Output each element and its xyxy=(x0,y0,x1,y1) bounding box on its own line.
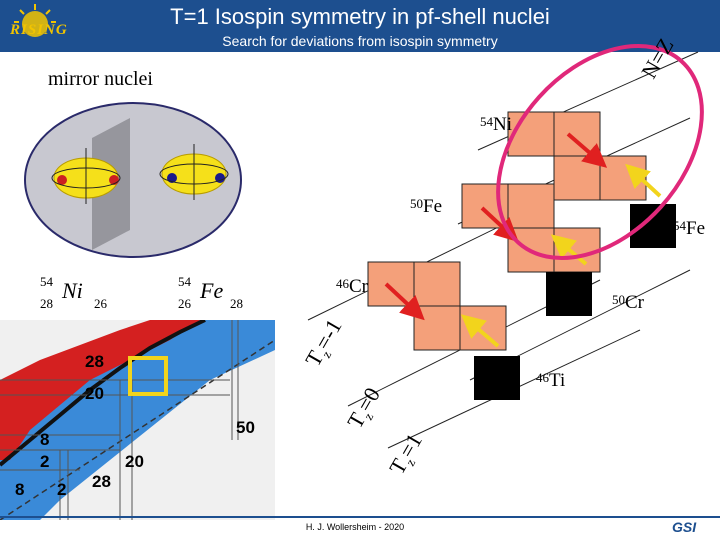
slide-subtitle: Search for deviations from isospin symme… xyxy=(222,33,498,49)
label-cr50: 50Cr xyxy=(612,292,644,313)
fe54-label: 54 26 Fe 28 xyxy=(178,274,243,311)
footer-credit: H. J. Wollersheim - 2020 xyxy=(305,522,405,532)
chart-number: 28 xyxy=(85,352,104,371)
chart-number: 8 xyxy=(40,430,50,449)
chart-number: 8 xyxy=(15,480,25,499)
chart-number: 28 xyxy=(92,472,111,491)
arrow-yellow xyxy=(460,314,500,348)
section-title: mirror nuclei xyxy=(48,68,153,90)
chart-number: 2 xyxy=(57,480,67,499)
footer-divider xyxy=(0,516,720,518)
chart-number: 20 xyxy=(125,452,144,471)
label-fe50: 50Fe xyxy=(410,196,442,217)
label-cr46: 46Cr xyxy=(336,276,368,297)
cell-cr46 xyxy=(367,261,415,307)
arrow-red xyxy=(480,206,519,243)
cell-cr50 xyxy=(546,272,592,316)
ni54-label: 54 28 Ni 26 xyxy=(40,274,107,311)
chart-number: 50 xyxy=(236,418,255,437)
gsi-logo: GSI xyxy=(672,519,697,535)
chart-number: 2 xyxy=(40,452,50,471)
header-bar xyxy=(0,0,720,52)
label-ti46: 46Ti xyxy=(536,370,566,391)
label-ni54: 54Ni xyxy=(480,114,512,135)
arrow-red xyxy=(566,132,608,168)
arrow-yellow xyxy=(550,234,588,266)
cell-fe54 xyxy=(630,204,676,248)
highlight-ellipse xyxy=(496,44,704,260)
cell-ti46 xyxy=(474,356,520,400)
nuclide-chart-inset xyxy=(0,320,275,520)
arrow-yellow xyxy=(625,163,662,198)
cell-ni54 xyxy=(507,111,555,157)
rising-logo: RISING xyxy=(4,2,68,48)
chart-number: 20 xyxy=(85,384,104,403)
mirror-nuclei-illustration xyxy=(24,102,242,258)
arrow-red xyxy=(384,282,425,321)
label-fe54: 54Fe xyxy=(673,218,705,239)
slide-title: T=1 Isospin symmetry in pf-shell nuclei xyxy=(170,4,550,29)
logo-text: RISING xyxy=(10,22,68,38)
